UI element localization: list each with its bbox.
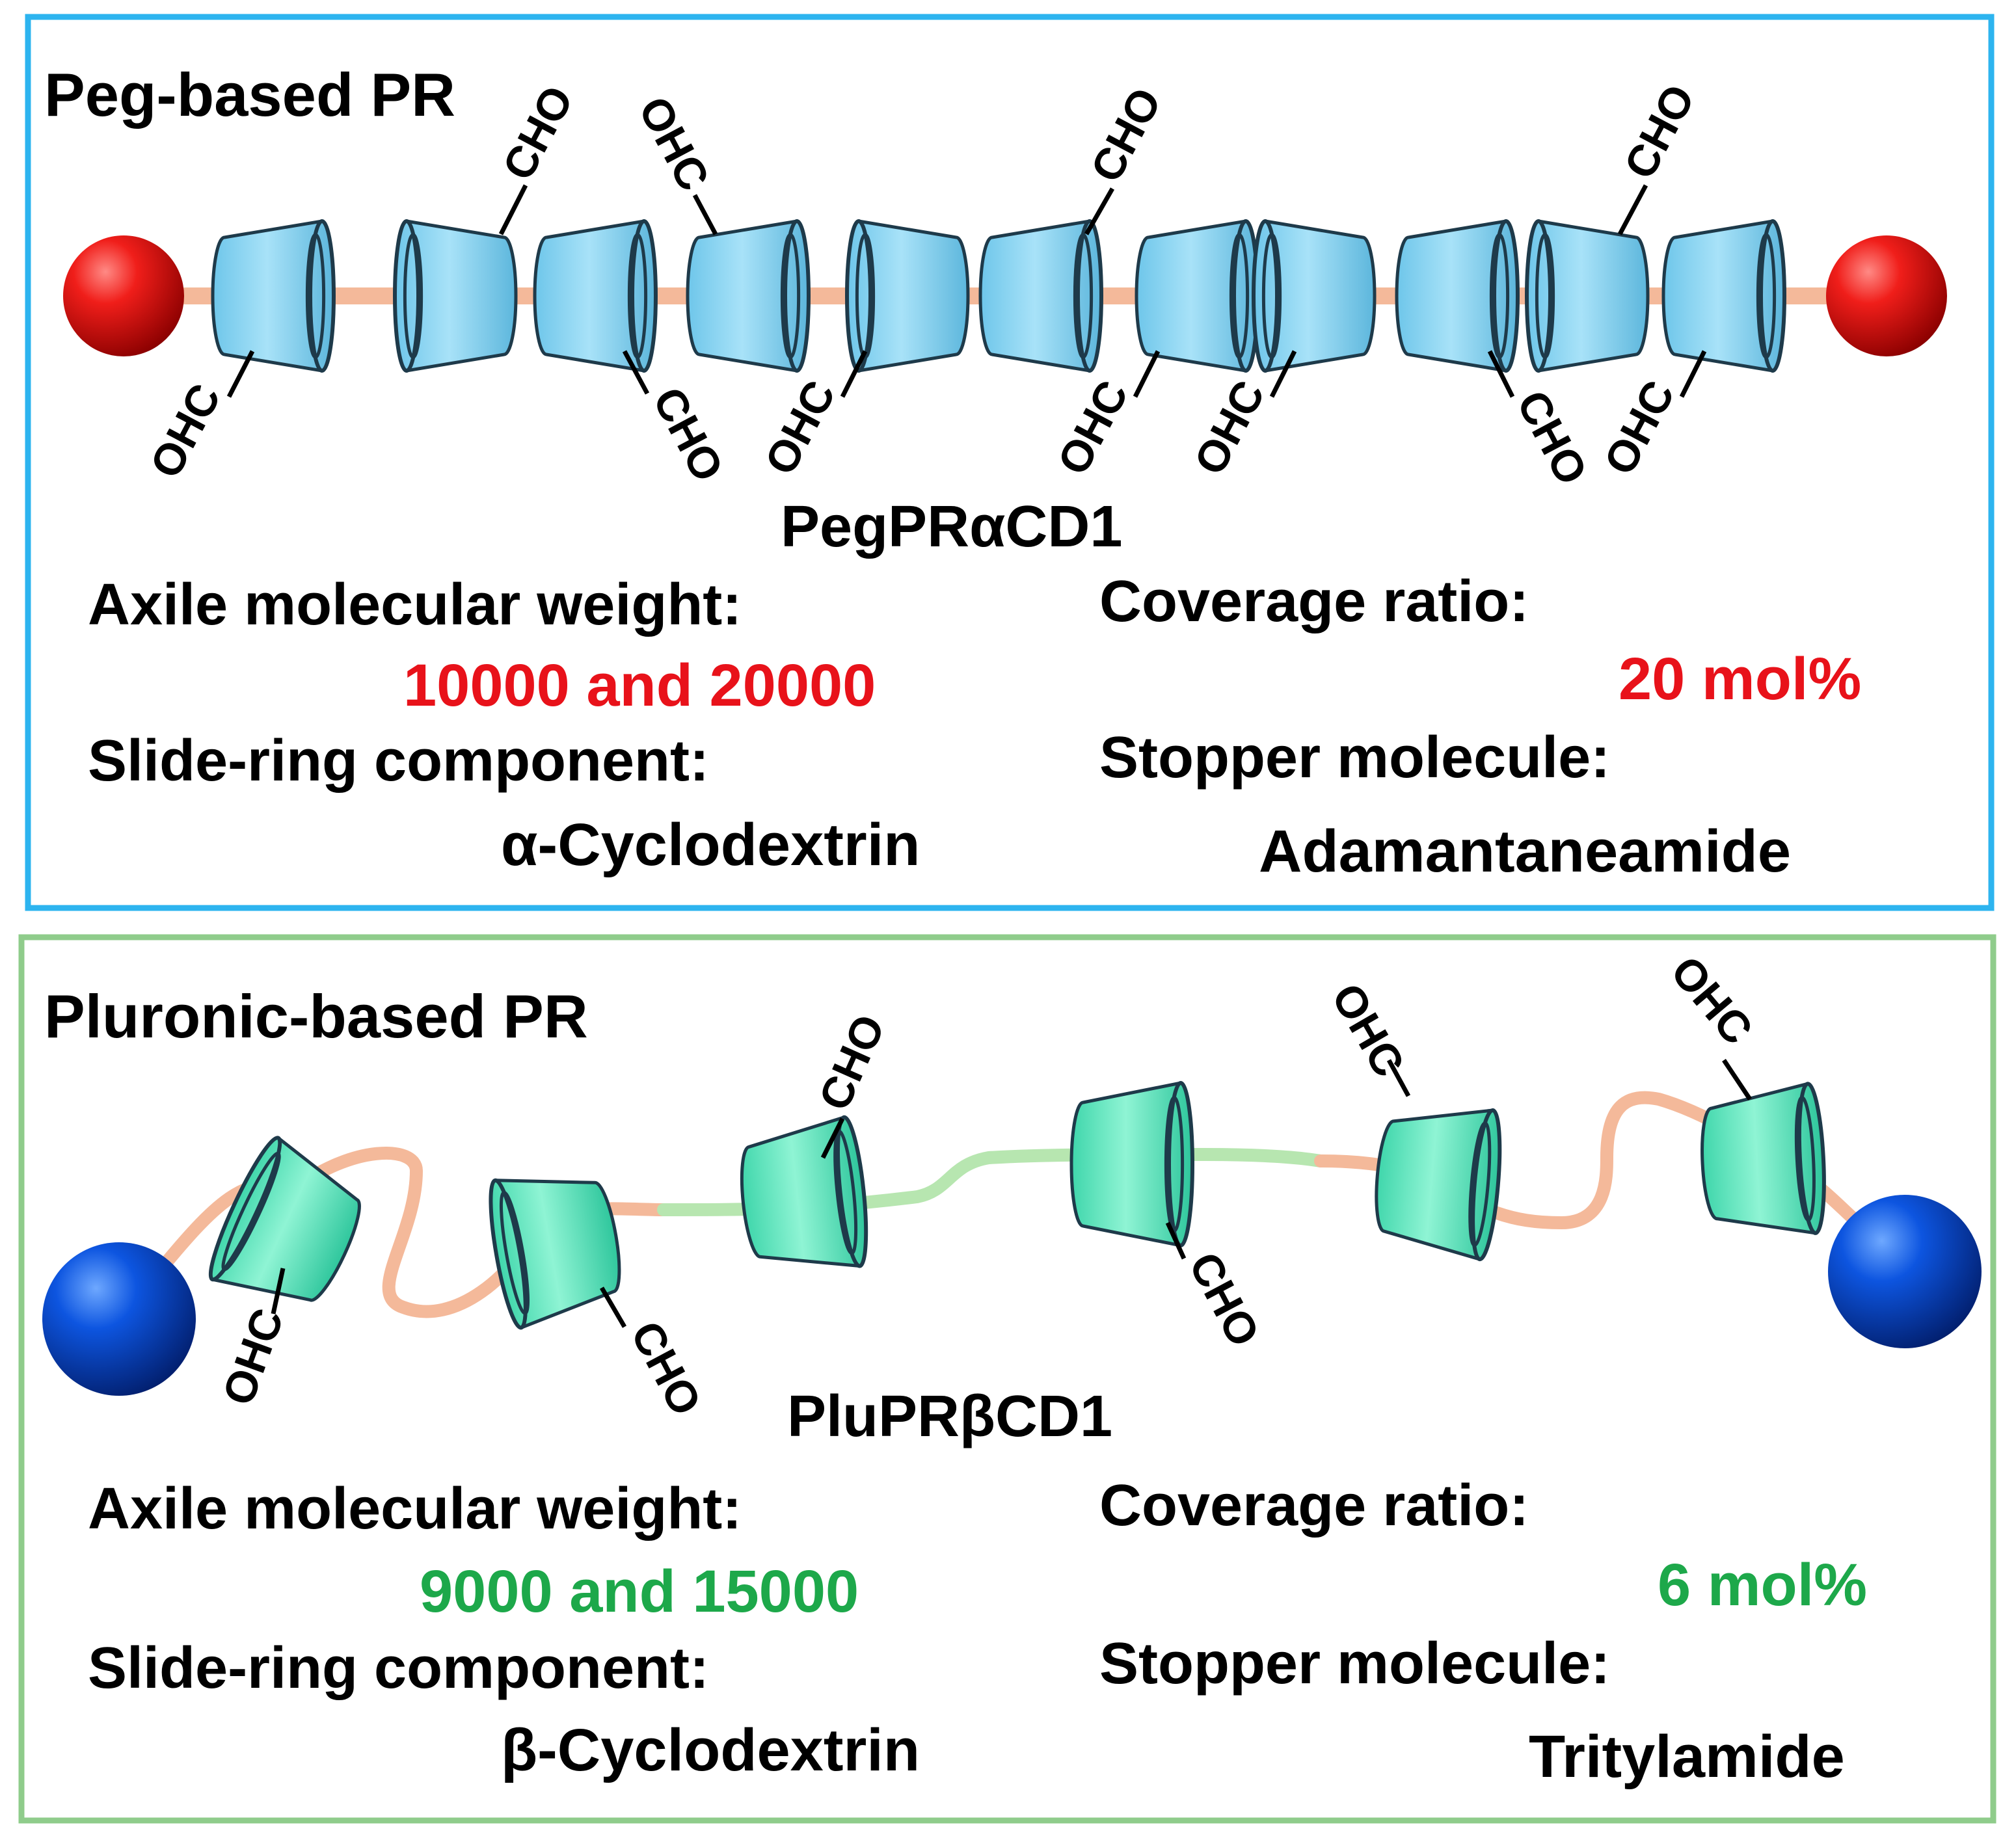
plu-stopper-right (1828, 1195, 1982, 1348)
cyclodextrin-ring (1700, 1082, 1826, 1235)
plu-compound-name: PluPRβCD1 (787, 1384, 1112, 1449)
group-label: OHC (1048, 373, 1138, 483)
peg-group-8: OHC (1048, 350, 1161, 483)
cyclodextrin-ring (1375, 1108, 1502, 1262)
plu-stopper-left (42, 1242, 196, 1396)
plu-stopper-value: Tritylamide (1529, 1724, 1845, 1790)
peg-slide-ring-label: Slide-ring component: (88, 728, 709, 793)
group-label: OHC (755, 373, 845, 483)
cyclodextrin-ring (1525, 219, 1650, 373)
peg-panel: Peg-based PR CHO OHC CHO CHO OHC (25, 14, 1995, 911)
plu-group-2: CHO (599, 1287, 711, 1423)
peg-group-7: OHC (755, 350, 868, 483)
group-label: CHO (1507, 382, 1597, 492)
cyclodextrin-ring (1069, 1081, 1194, 1247)
peg-group-3: CHO (1081, 80, 1171, 235)
peg-group-4: CHO (1615, 77, 1704, 235)
peg-stopper-label: Stopper molecule: (1099, 725, 1610, 790)
cyclodextrin-ring (489, 1178, 621, 1330)
peg-group-11: OHC (1594, 350, 1707, 483)
peg-stopper-left (63, 235, 184, 356)
group-label: CHO (809, 1007, 894, 1117)
peg-coverage-value: 20 mol% (1619, 646, 1861, 712)
peg-axle-mw-value: 10000 and 20000 (403, 652, 876, 719)
plu-axle-mw-value: 9000 and 15000 (420, 1558, 859, 1625)
peg-stopper-value: Adamantaneamide (1259, 818, 1791, 885)
cyclodextrin-ring (1661, 219, 1786, 373)
group-label: OHC (141, 376, 230, 486)
group-label: CHO (621, 1313, 711, 1423)
plu-panel-title: Pluronic-based PR (44, 982, 588, 1050)
peg-axle-mw-label: Axile molecular weight: (88, 572, 742, 637)
group-label: OHC (1185, 373, 1274, 483)
peg-group-2: OHC (629, 88, 719, 235)
cyclodextrin-ring (978, 219, 1103, 373)
cyclodextrin-ring (208, 1136, 361, 1302)
peg-group-5: OHC (141, 350, 255, 486)
plu-stopper-label: Stopper molecule: (1099, 1631, 1610, 1696)
group-label: OHC (1594, 373, 1684, 483)
peg-stopper-right (1826, 235, 1947, 356)
plu-panel-border (18, 934, 1996, 1824)
plu-rings (208, 1081, 1826, 1330)
group-label: CHO (493, 78, 583, 188)
cyclodextrin-ring (1252, 219, 1377, 373)
cyclodextrin-ring (1135, 219, 1259, 373)
cyclodextrin-ring (533, 219, 658, 373)
cyclodextrin-ring (740, 1115, 868, 1268)
peg-slide-ring-value: α-Cyclodextrin (501, 812, 920, 878)
group-label: OHC (1322, 976, 1414, 1086)
plu-group-5: OHC (1322, 976, 1414, 1097)
group-label: OHC (1661, 947, 1762, 1054)
group-label: CHO (1081, 80, 1171, 190)
peg-coverage-label: Coverage ratio: (1099, 569, 1529, 634)
cyclodextrin-ring (211, 219, 336, 373)
group-label: CHO (643, 379, 733, 489)
cyclodextrin-ring (1395, 219, 1520, 373)
group-label: OHC (629, 88, 719, 198)
plu-group-6: OHC (1661, 947, 1762, 1100)
plu-panel: Pluronic-based PR OHC CHO CHO CHO OHC (18, 934, 1996, 1824)
peg-rings (211, 219, 1786, 373)
cyclodextrin-ring (686, 219, 811, 373)
peg-group-6: CHO (622, 350, 733, 489)
plu-slide-ring-label: Slide-ring component: (88, 1636, 709, 1701)
group-label: OHC (213, 1302, 293, 1411)
cyclodextrin-ring (845, 219, 970, 373)
group-label: CHO (1615, 77, 1704, 187)
peg-panel-title: Peg-based PR (44, 60, 455, 129)
peg-group-1: CHO (493, 78, 583, 235)
group-label: CHO (1179, 1244, 1269, 1354)
plu-coverage-label: Coverage ratio: (1099, 1473, 1529, 1538)
plu-coverage-value: 6 mol% (1658, 1552, 1867, 1618)
peg-panel-border (25, 14, 1995, 911)
cyclodextrin-ring (393, 219, 518, 373)
plu-axle-mw-label: Axile molecular weight: (88, 1476, 742, 1541)
plu-slide-ring-value: β-Cyclodextrin (501, 1717, 920, 1783)
peg-compound-name: PegPRαCD1 (781, 494, 1122, 559)
